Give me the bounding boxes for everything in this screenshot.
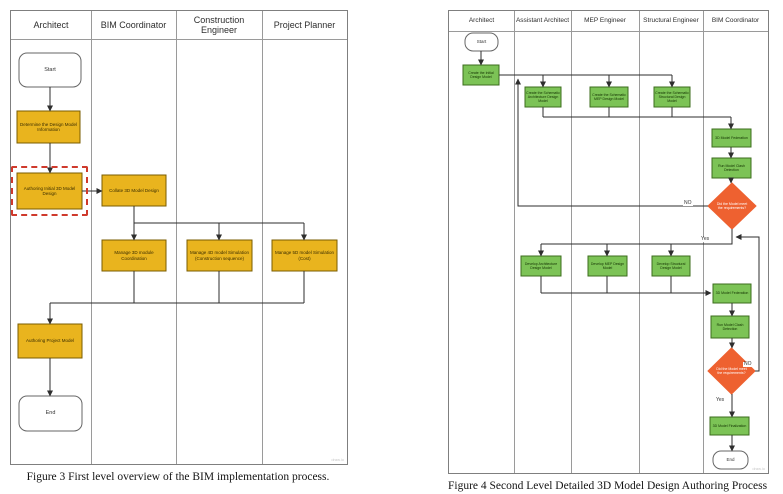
drawio-watermark: draw.io [752, 466, 765, 471]
create-schematic-architecture [524, 86, 562, 108]
flow-connector [541, 229, 733, 245]
drawio-watermark: draw.io [331, 457, 344, 462]
lane-header-2: MEP Engineer [584, 17, 626, 25]
edge-label-no-0: NO [683, 200, 693, 206]
lane-header-3: Structural Engineer [643, 17, 699, 25]
end-node [18, 395, 83, 432]
lane-divider [262, 11, 263, 464]
figure-3-diagram: Architect BIM Coordinator Construction Eng… [10, 10, 348, 465]
figure-3-caption: Figure 3 First level overview of the BIM… [26, 471, 330, 483]
manage-4d-simulation [186, 239, 253, 272]
lane-header-1: Assistant Architect [515, 17, 570, 25]
develop-structural [651, 255, 691, 277]
lane-divider [514, 11, 515, 473]
highlight-dashed-box [11, 166, 88, 216]
flow-connector [515, 78, 708, 207]
determine-design-info [16, 110, 81, 144]
lane-divider [639, 11, 640, 473]
lane-header-separator [449, 31, 768, 32]
lane-header-1: BIM Coordinator [100, 19, 167, 30]
figure-4-caption: Figure 4 Second Level Detailed 3D Model … [448, 480, 768, 492]
edge-label-yes-3: Yes [715, 397, 726, 403]
clash-detection-1 [711, 157, 752, 179]
lane-header-4: BIM Coordinator [711, 17, 760, 25]
figure-4: Architect Assistant Architect MEP Engineer… [448, 10, 769, 492]
start-node [18, 52, 82, 88]
manage-3d-coordination [101, 239, 167, 272]
model-finalization [709, 416, 750, 436]
lane-header-3: Project Planner [273, 19, 336, 30]
create-schematic-structural [653, 86, 691, 108]
model-federation-2 [712, 283, 752, 304]
manage-5d-simulation [271, 239, 338, 272]
requirements-decision-1 [707, 182, 757, 230]
model-federation-1 [711, 128, 752, 148]
lane-divider [176, 11, 177, 464]
end-node [712, 450, 749, 470]
lane-divider [703, 11, 704, 473]
lane-header-0: Architect [33, 19, 69, 30]
flow-edges-layer [462, 32, 760, 470]
lane-divider [571, 11, 572, 473]
flow-connector [735, 234, 760, 372]
lane-header-separator [11, 39, 347, 40]
figure-4-diagram: Architect Assistant Architect MEP Engineer… [448, 10, 769, 474]
develop-mep [587, 255, 628, 277]
authoring-project-model [17, 323, 83, 359]
flow-edges-layer [16, 52, 338, 432]
edge-label-yes-1: Yes [700, 236, 711, 242]
start-node [464, 32, 499, 52]
lane-header-0: Architect [468, 17, 495, 25]
lane-header-2: Construction Engineer [193, 14, 245, 35]
edge-label-no-2: NO [743, 361, 753, 367]
lane-divider [91, 11, 92, 464]
develop-architecture [520, 255, 562, 277]
create-initial-design [462, 64, 500, 86]
clash-detection-2 [710, 315, 750, 339]
create-schematic-mep [589, 86, 629, 108]
collate-3d-model [101, 174, 167, 207]
requirements-decision-2 [707, 347, 756, 395]
figure-3: Architect BIM Coordinator Construction Eng… [10, 10, 348, 483]
